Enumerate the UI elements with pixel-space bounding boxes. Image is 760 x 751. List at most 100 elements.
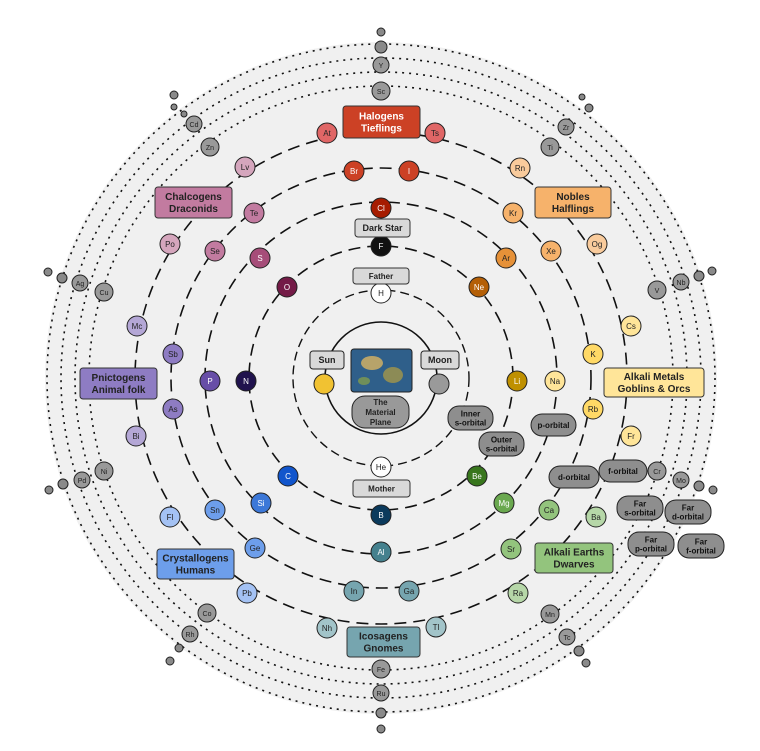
element-node [94,461,114,481]
group-label-line: Father [369,272,393,281]
element-node [199,370,221,392]
element-symbol: Mc [132,322,143,331]
group-label-line: Halflings [552,204,595,215]
orbital-pill [616,495,664,521]
element-node [200,137,220,157]
element-mg: Mg [493,492,515,514]
element-node [540,240,562,262]
element-node [672,471,690,489]
sun-icon [313,373,335,395]
element-symbol: Te [250,209,259,218]
element-symbol: Ni [101,469,108,476]
element-symbol: He [376,463,387,472]
orbital-pill [627,531,675,557]
element-te: Te [243,202,265,224]
element-symbol: Ba [591,513,601,522]
element-se: Se [204,240,226,262]
element-i: I [398,160,420,182]
element-symbol: Ra [513,589,524,598]
moon-icon [428,373,450,395]
element-symbol: Fl [167,513,174,522]
orbital-label-line: Far [645,535,657,544]
element-pb: Pb [236,582,258,604]
element-symbol: Nb [677,280,686,287]
group-label-line: Icosagens [359,632,408,643]
element-ba: Ba [585,506,607,528]
element-at: At [316,122,338,144]
element-pd: Pd [73,471,91,489]
element-kr: Kr [502,202,524,224]
element-ge: Ge [244,537,266,559]
element-xe: Xe [540,240,562,262]
material-plane-label-line: Material [365,408,395,417]
group-label-line: Humans [176,566,216,577]
element-symbol: S [257,254,262,263]
element-node [159,233,181,255]
element-rh: Rh [181,625,199,643]
element-node [495,247,517,269]
label-box [603,367,705,398]
orbit-dot [376,724,386,734]
element-ga: Ga [398,580,420,602]
element-symbol: In [351,587,358,596]
element-symbol: H [378,289,384,298]
element-node [370,197,392,219]
element-bi: Bi [125,425,147,447]
element-symbol: Bi [132,432,139,441]
element-node [585,506,607,528]
element-node [370,541,392,563]
element-ni: Ni [94,461,114,481]
element-symbol: Ge [250,544,261,553]
element-symbol: K [590,350,596,359]
orbital-label-d: d-orbital [548,465,600,489]
element-symbol: Po [165,240,175,249]
element-symbol: Mo [676,478,686,485]
element-symbol: Ts [431,129,439,138]
orbital-pill [447,405,494,431]
element-ar: Ar [495,247,517,269]
element-node [126,315,148,337]
orbit-dot [581,658,591,668]
orbital-label-line: Inner [461,409,481,418]
element-node [398,160,420,182]
element-node [94,282,114,302]
element-node [540,604,560,624]
element-ne: Ne [468,276,490,298]
element-symbol: Be [472,472,482,481]
element-p: P [199,370,221,392]
orbital-label-line: Outer [491,435,512,444]
group-label-line: Chalcogens [165,192,222,203]
element-symbol: Tc [564,635,572,642]
element-symbol: Br [350,167,358,176]
element-c: C [277,465,299,487]
element-symbol: Zn [206,145,214,152]
element-symbol: F [379,242,384,251]
orbit-dot [180,110,188,118]
element-node [371,81,391,101]
element-node [73,471,91,489]
element-symbol: Cr [653,469,661,476]
continent [358,377,370,385]
orbital-label-line: p-orbital [635,544,667,553]
orbital-pill [530,413,577,437]
element-symbol: Se [210,247,220,256]
element-symbol: N [243,377,249,386]
element-symbol: Ti [547,145,553,152]
element-as: As [162,398,184,420]
element-be: Be [466,465,488,487]
element-nb: Nb [672,273,690,291]
element-symbol: Zr [563,125,570,132]
element-node [506,370,528,392]
element-symbol: Rb [588,405,599,414]
element-node [162,398,184,420]
element-symbol: Rh [186,632,195,639]
element-symbol: Ca [544,506,555,515]
element-node [502,202,524,224]
